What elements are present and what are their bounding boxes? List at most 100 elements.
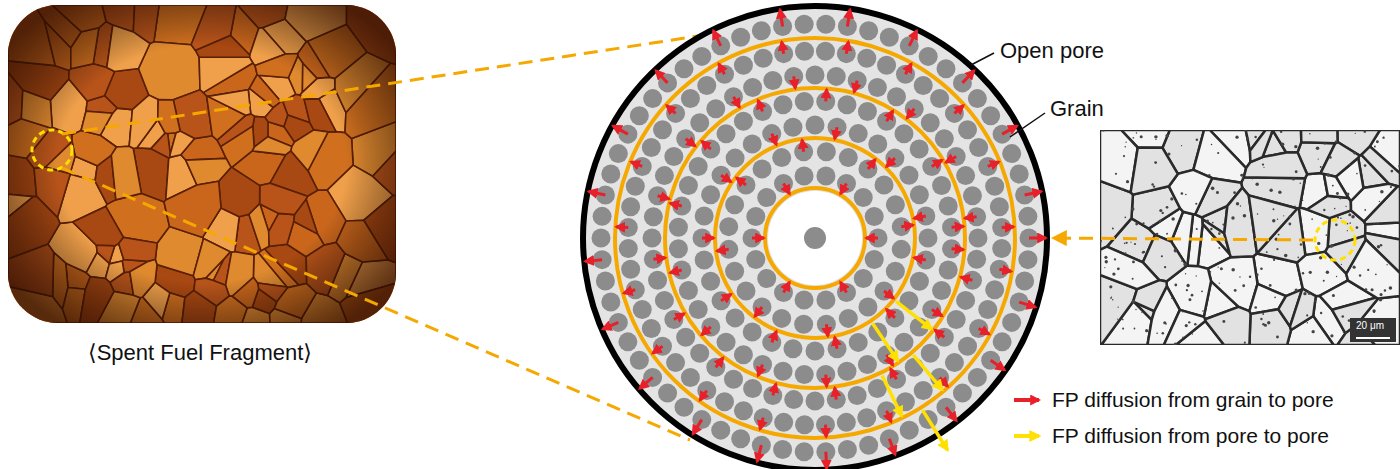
micro-pore: [1155, 139, 1156, 140]
grain-to-pore-arrow: [886, 309, 894, 317]
grain-circle: [1018, 250, 1037, 269]
micro-pore: [1320, 166, 1322, 168]
micro-pore: [1192, 333, 1193, 334]
grain-circle: [676, 129, 695, 148]
micro-pore: [1398, 165, 1400, 168]
micro-pore: [1126, 180, 1129, 183]
micro-pore: [1195, 203, 1197, 205]
grain-circle: [967, 250, 986, 269]
grain-circle: [985, 177, 1004, 196]
grain-circle: [905, 358, 924, 377]
grain-circle: [877, 56, 896, 75]
grain-circle: [734, 345, 753, 364]
grain-circle: [795, 92, 814, 111]
grain-circle: [806, 116, 825, 135]
micro-pore: [1373, 223, 1374, 224]
grain-circle: [921, 113, 940, 132]
grain-circle: [930, 89, 949, 108]
grain-circle: [592, 229, 611, 248]
grain-circle: [736, 281, 755, 300]
micro-pore: [1281, 143, 1284, 146]
micro-pore: [1153, 185, 1155, 187]
legend-item: FP diffusion from pore to pore: [1012, 424, 1329, 448]
micro-pore: [1132, 278, 1134, 280]
model-ground: [583, 6, 1047, 469]
grain-circle: [969, 138, 988, 157]
micro-pore: [1327, 173, 1331, 177]
grain-to-pore-arrow: [868, 159, 875, 169]
grain-circle: [621, 197, 640, 216]
micro-pore: [1134, 168, 1136, 170]
micro-pore: [1316, 147, 1320, 151]
grain-circle: [642, 319, 661, 338]
grain-to-pore-arrow: [961, 277, 973, 280]
grain-circle: [945, 353, 964, 372]
micro-grain: [1250, 130, 1273, 162]
legend-swatch: [1012, 390, 1042, 410]
grain-circle: [675, 398, 694, 417]
grain-to-pore-arrow: [901, 225, 913, 227]
grain-circle: [711, 421, 730, 440]
micro-pore: [1191, 294, 1194, 297]
grain-circle: [816, 291, 835, 310]
micro-pore: [1134, 328, 1136, 330]
micro-pore: [1283, 215, 1284, 216]
micro-pore: [1249, 276, 1252, 279]
micro-pore: [1124, 217, 1126, 219]
grain-to-pore-arrow: [780, 10, 783, 27]
grain-circle: [669, 218, 688, 237]
grain-circle: [666, 104, 685, 123]
grain-to-pore-arrow: [826, 324, 828, 336]
grain-circle: [887, 87, 906, 106]
grain-circle: [993, 332, 1012, 351]
micro-pore: [1240, 205, 1241, 206]
grain-circle: [900, 421, 919, 440]
micro-pore: [1142, 222, 1144, 224]
grain-circle: [690, 344, 709, 363]
micro-pore: [1382, 136, 1384, 138]
grain-circle: [848, 386, 867, 405]
grain-circle: [857, 49, 876, 68]
micro-pore: [1114, 258, 1116, 260]
micro-pore: [1294, 145, 1297, 148]
grain-to-pore-arrow: [914, 258, 926, 260]
micro-pore: [1125, 146, 1127, 148]
grain-circle: [837, 174, 856, 193]
open-pore-ring: [615, 38, 1015, 438]
pore-to-pore-arrow: [896, 301, 931, 329]
grain-circle: [601, 293, 620, 312]
micro-pore: [1256, 274, 1259, 277]
grain-circle: [655, 291, 674, 310]
micro-pore: [1217, 152, 1219, 154]
grain-to-pore-arrow: [991, 360, 1005, 370]
micro-pore: [1240, 174, 1243, 177]
grain-to-pore-arrow: [713, 31, 720, 46]
micro-pore: [1164, 266, 1166, 268]
micro-pore: [1105, 260, 1108, 263]
micro-pore: [1156, 332, 1158, 334]
grain-circle: [757, 188, 776, 207]
grain-circle: [990, 197, 1009, 216]
micro-pore: [1109, 285, 1112, 288]
micro-pore: [1218, 247, 1220, 249]
micro-pore: [1100, 240, 1102, 242]
micro-pore: [1278, 234, 1280, 236]
grain-circle: [992, 239, 1011, 258]
grain-circle: [795, 365, 814, 384]
grain-circle: [621, 260, 640, 279]
micro-pore: [1255, 183, 1259, 187]
grain-to-pore-arrow: [824, 89, 828, 101]
grain-to-pore-arrow: [585, 260, 602, 262]
micro-pore: [1171, 298, 1172, 299]
grain-circle: [681, 89, 700, 108]
micro-pore: [1386, 264, 1387, 265]
part-label: Open pore: [1000, 38, 1104, 64]
grain-circle: [642, 138, 661, 157]
micro-pore: [1239, 276, 1240, 277]
micro-pore: [1122, 328, 1124, 330]
grain-circle: [692, 47, 711, 66]
grain-circle: [877, 112, 896, 131]
micro-pore: [1348, 213, 1351, 216]
micro-pore: [1274, 297, 1276, 299]
micro-pore: [1182, 336, 1184, 338]
